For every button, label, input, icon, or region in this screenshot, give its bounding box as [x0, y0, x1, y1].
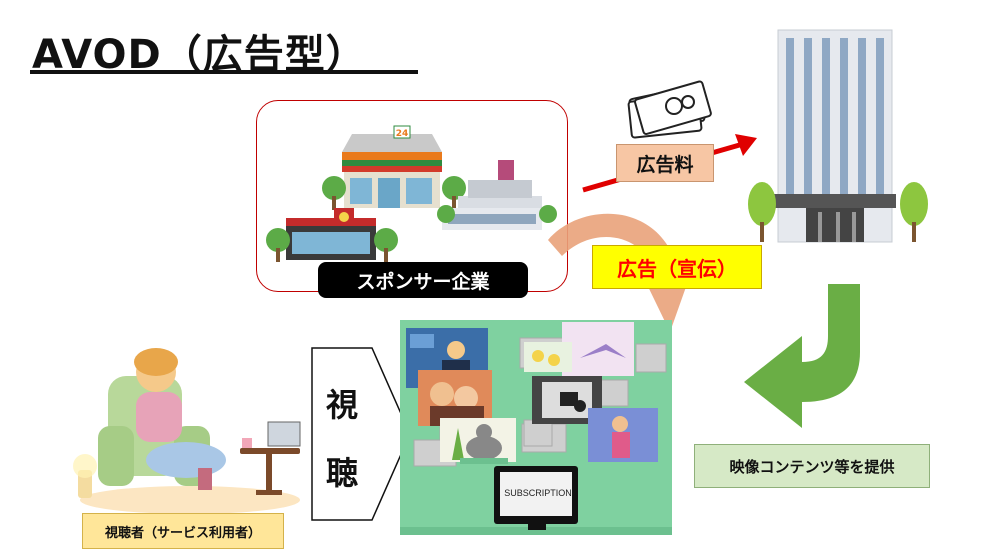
sponsor-label: スポンサー企業 — [318, 262, 528, 298]
content-thumbnails — [406, 322, 667, 530]
smiley-thumbnail — [524, 342, 572, 372]
camera-icon — [532, 376, 602, 424]
ad-label: 広告（宣伝） — [592, 245, 762, 289]
building-icon — [437, 160, 557, 230]
tree-icon — [900, 182, 928, 242]
store-icon — [266, 208, 398, 262]
tree-icon — [748, 182, 776, 242]
viewer-illustration — [73, 348, 301, 514]
viewing-arrow — [311, 347, 411, 521]
monitor-icon — [494, 466, 578, 530]
singer-thumbnail — [588, 408, 658, 462]
store-icon: 24 — [322, 125, 466, 210]
content-arrow — [744, 284, 860, 428]
sponsor-illustrations: 24 — [266, 125, 557, 262]
viewing-char-1: 視 — [325, 386, 358, 424]
title-underline — [30, 70, 418, 74]
drama-thumbnail — [418, 370, 492, 426]
subscription-text: SUBSCRIPTION — [504, 488, 572, 498]
viewer-label: 視聴者（サービス利用者） — [82, 513, 284, 549]
ad-arrow — [548, 213, 692, 332]
cat-icon — [440, 418, 516, 462]
svg-text:24: 24 — [396, 129, 409, 139]
money-icon — [627, 80, 712, 139]
viewing-char-2: 聴 — [325, 454, 358, 492]
fee-label: 広告料 — [616, 144, 714, 182]
anime-thumbnail — [562, 322, 634, 376]
content-base — [400, 527, 672, 535]
building-icon — [748, 29, 928, 243]
content-label: 映像コンテンツ等を提供 — [694, 444, 930, 488]
